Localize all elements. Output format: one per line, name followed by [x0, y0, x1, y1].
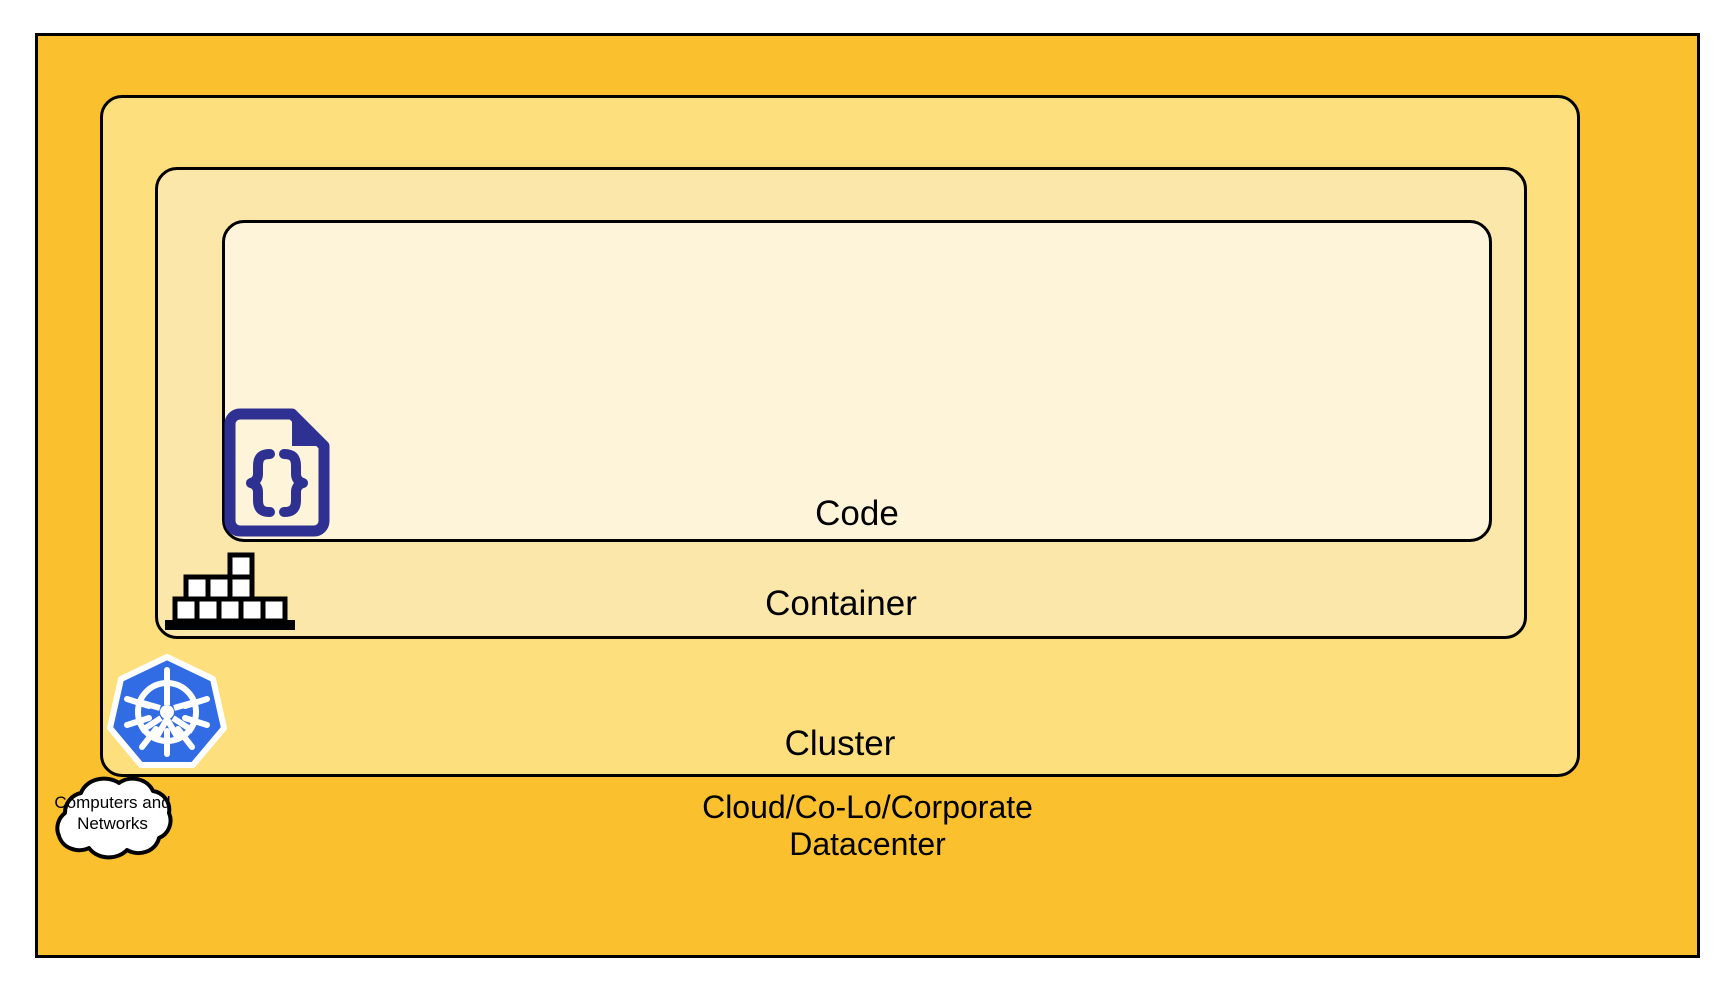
layer-label-code: Code [815, 494, 899, 533]
kubernetes-icon [107, 652, 227, 770]
container-boxes-icon [165, 552, 295, 630]
layer-label-cluster: Cluster [784, 724, 896, 763]
layer-label-datacenter: Cloud/Co-Lo/Corporate Datacenter [702, 789, 1033, 863]
layer-label-container: Container [765, 584, 917, 623]
cloud-networks-icon [25, 775, 200, 875]
code-document-icon [220, 408, 330, 537]
layer-box-code [222, 220, 1492, 542]
